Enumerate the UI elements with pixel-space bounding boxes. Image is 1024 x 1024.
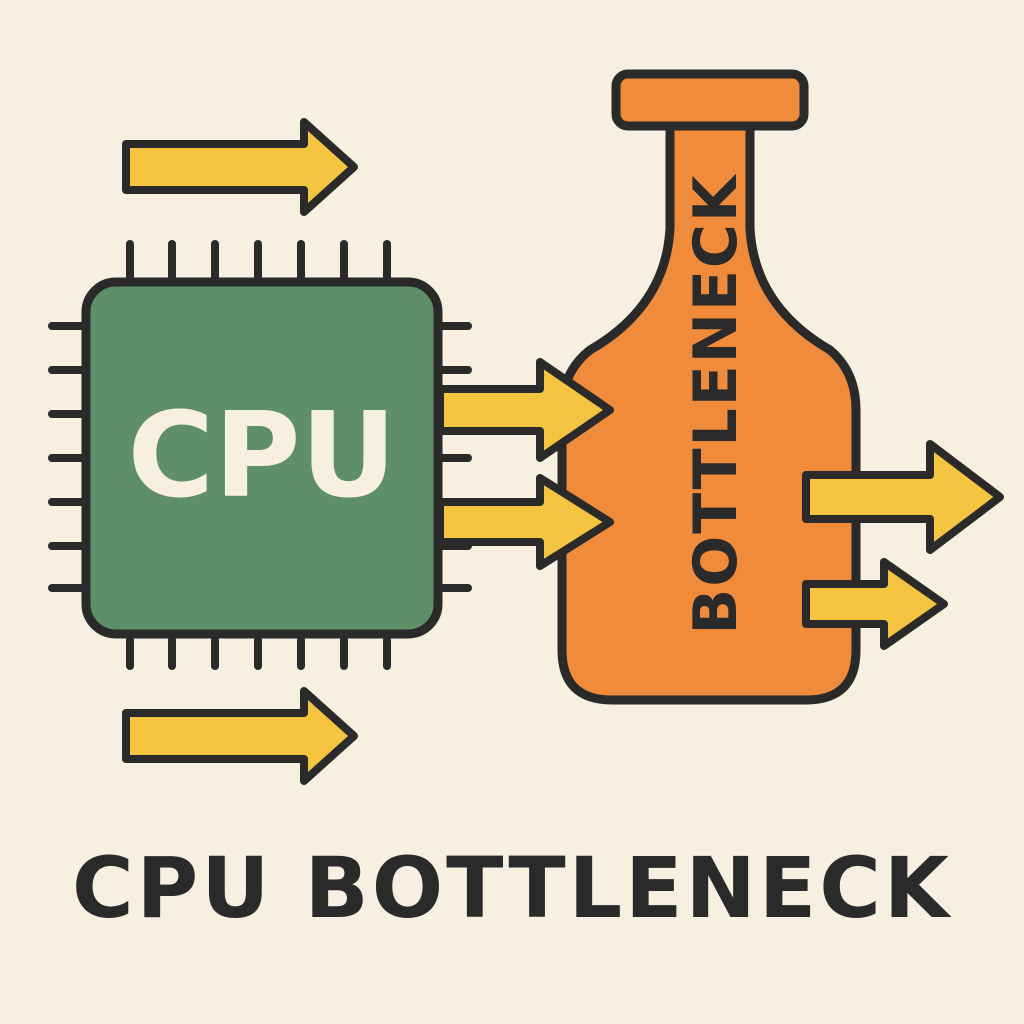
- cpu-label: CPU: [128, 386, 397, 524]
- arrow-bottom-left: [122, 687, 358, 785]
- arrow-bottle-out-lower: [802, 558, 948, 650]
- arrow-top-left: [122, 118, 358, 216]
- arrow-cpu-to-bottle-upper: [436, 358, 614, 462]
- bottle-label: BOTTLENECK: [681, 173, 751, 634]
- caption-title: CPU BOTTLENECK: [72, 839, 952, 937]
- bottle-icon: [557, 121, 861, 705]
- cpu-chip-icon: [81, 277, 443, 639]
- arrow-bottle-out-upper: [802, 440, 1004, 554]
- arrow-cpu-to-bottle-lower: [436, 474, 614, 570]
- bottle-cap: [611, 69, 809, 131]
